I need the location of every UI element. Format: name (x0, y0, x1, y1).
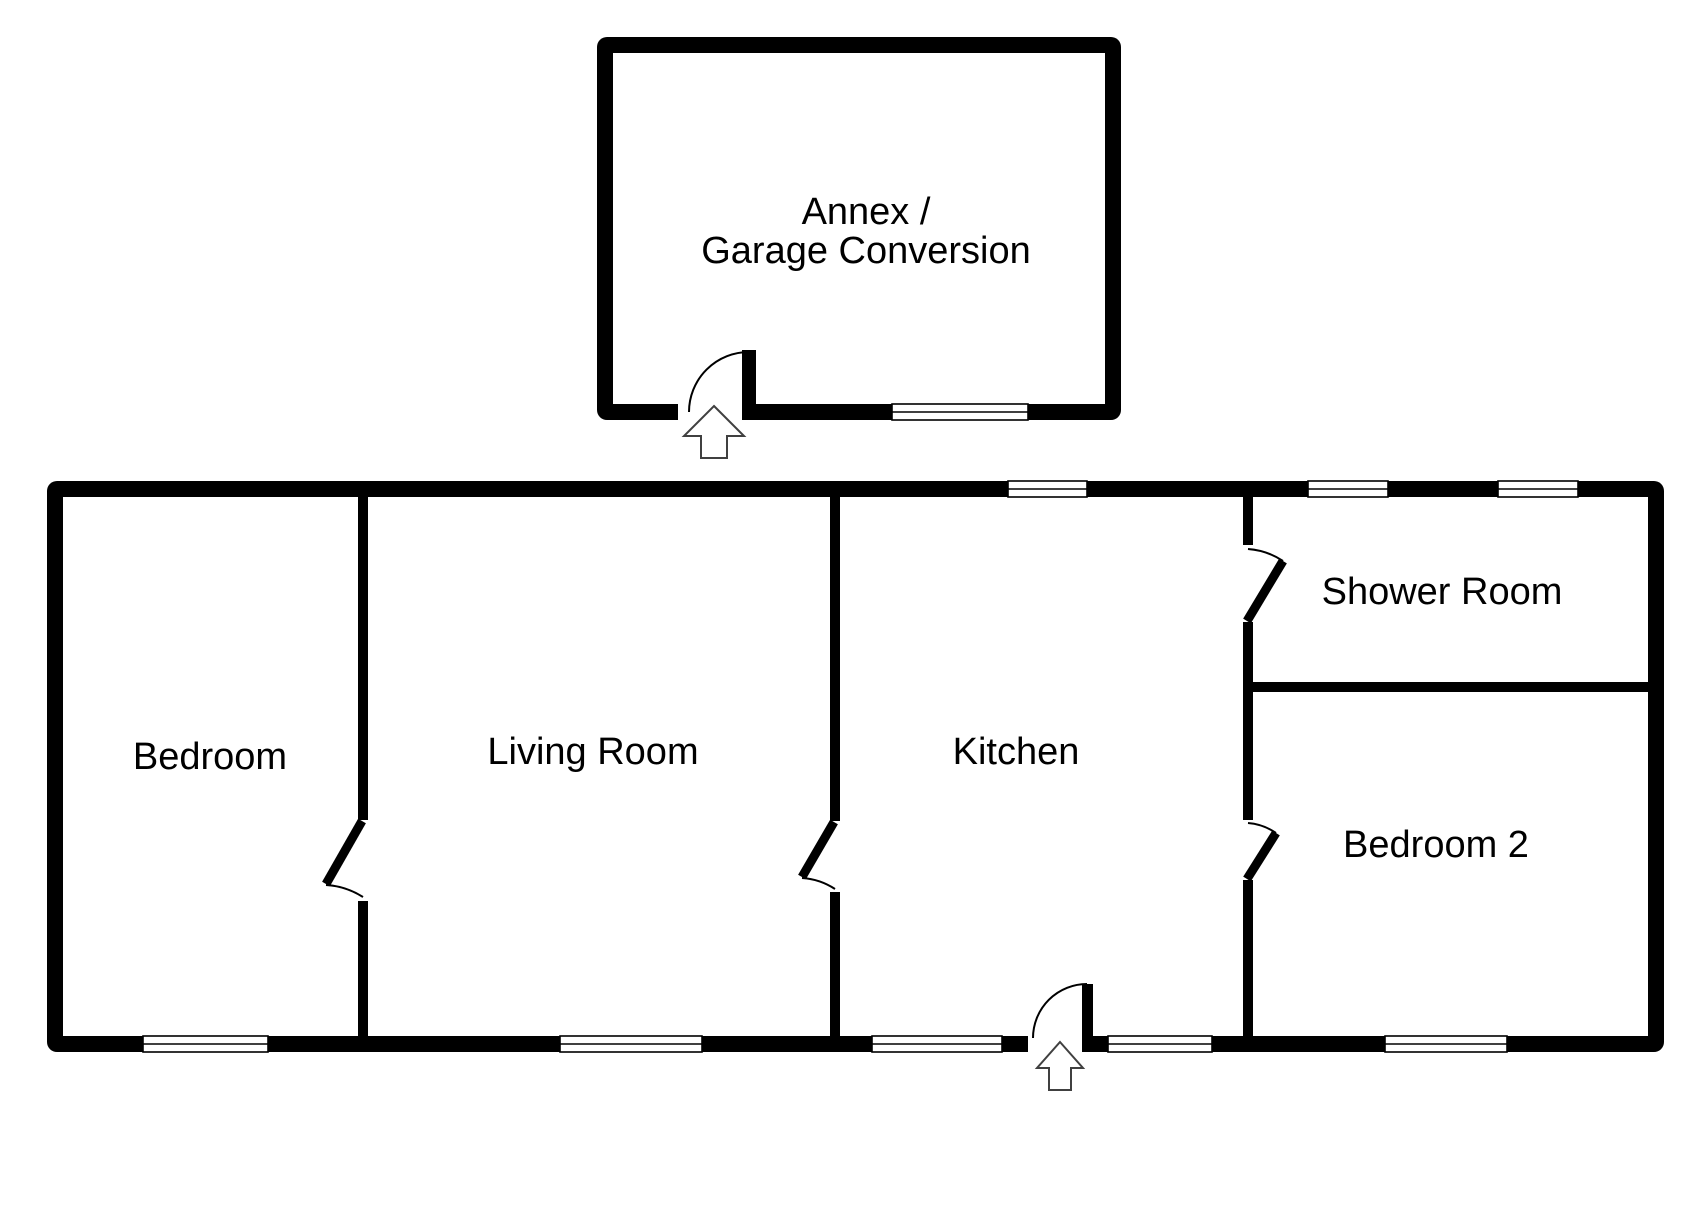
entrance-door-opening (1028, 1035, 1082, 1053)
bedroom2-door-swing-arc (1247, 822, 1277, 834)
bedroom2-label: Bedroom 2 (1343, 824, 1529, 866)
annex-label-line2: Garage Conversion (701, 230, 1031, 272)
main-entrance-arrow-icon (1034, 1040, 1086, 1091)
wall-bedroom-living-lower (358, 901, 368, 1036)
wall-bedroom-living-upper (358, 497, 368, 820)
living-room-window (559, 1035, 703, 1053)
annex-building: Annex / Garage Conversion (597, 37, 1121, 459)
wall-kitchen-bedroom2-lower (1243, 880, 1253, 1036)
annex-floor (613, 53, 1105, 404)
wall-kitchen-shower-mid (1243, 622, 1253, 820)
shower-room-window-left (1307, 480, 1389, 498)
annex-door-leaf (742, 350, 756, 420)
bedroom-door-leaf (322, 818, 366, 887)
bedroom2-window (1384, 1035, 1508, 1053)
shower-room-door-leaf (1243, 558, 1287, 624)
wall-living-kitchen-lower (830, 892, 840, 1036)
bedroom-label: Bedroom (133, 736, 287, 778)
wall-kitchen-shower-upper (1243, 497, 1253, 545)
living-room-label: Living Room (487, 731, 698, 773)
kitchen-top-window (1007, 480, 1088, 498)
kitchen-bottom-window-left (871, 1035, 1003, 1053)
bedroom2-door-leaf (1243, 830, 1280, 882)
annex-window (891, 403, 1029, 421)
shower-room-label: Shower Room (1322, 571, 1563, 613)
annex-entrance-arrow-icon (681, 404, 747, 459)
living-kitchen-door-swing-arc (801, 877, 836, 890)
bedroom-window (142, 1035, 269, 1053)
wall-shower-bedroom2 (1243, 682, 1648, 692)
main-building: Bedroom Living Room Kitchen Shower Room … (47, 480, 1664, 1091)
entrance-door-swing-arc (1032, 983, 1088, 1039)
shower-room-window-right (1497, 480, 1579, 498)
living-kitchen-door-leaf (798, 819, 838, 880)
kitchen-label: Kitchen (953, 731, 1080, 773)
shower-room-door-swing-arc (1247, 548, 1284, 562)
annex-door-swing-arc (688, 351, 750, 413)
wall-living-kitchen-upper (830, 497, 840, 821)
entrance-door-leaf (1082, 984, 1093, 1042)
main-floor (63, 497, 1648, 1036)
annex-label-line1: Annex / (802, 191, 931, 233)
bedroom-door-swing-arc (325, 884, 364, 898)
kitchen-bottom-window-right (1107, 1035, 1213, 1053)
